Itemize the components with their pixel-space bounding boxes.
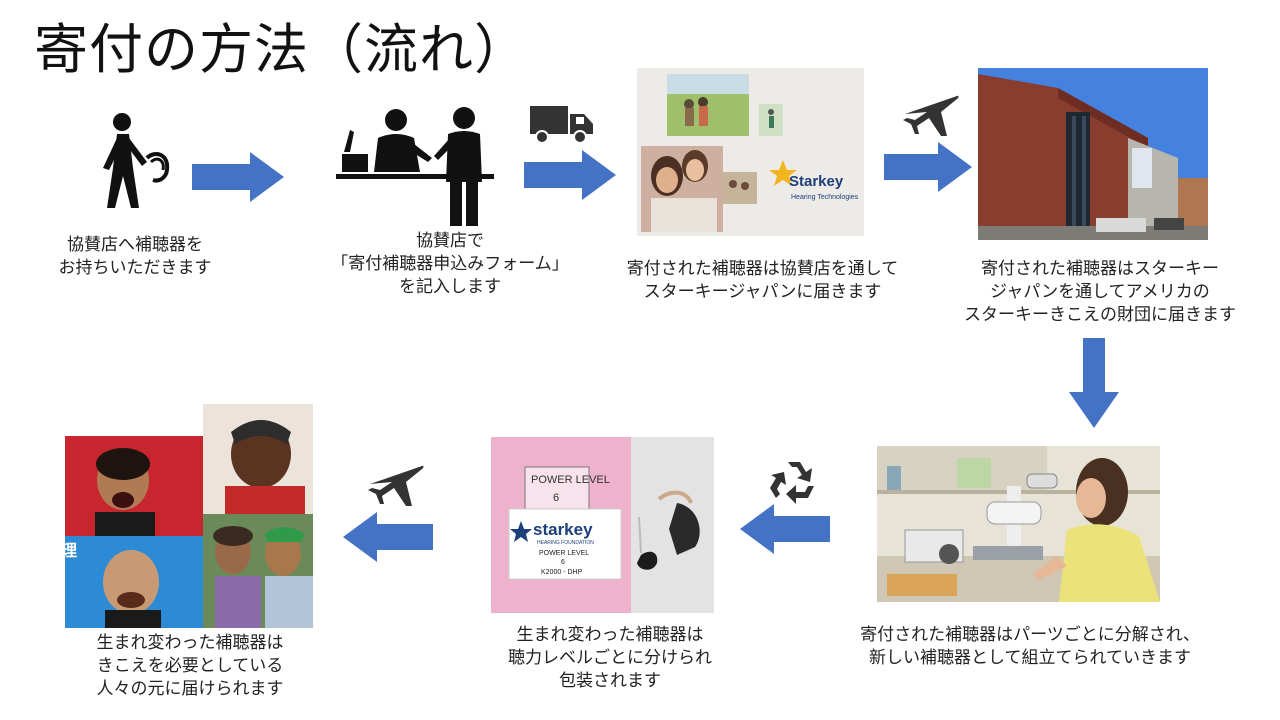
reception-counter-icon — [336, 104, 496, 233]
caption-line: 協賛店へ補聴器を — [67, 235, 203, 255]
flow-arrow-right — [524, 150, 616, 204]
step-caption-7: 生まれ変わった補聴器は きこえを必要としている 人々の元に届けられます — [50, 632, 330, 701]
step-caption-1: 協賛店へ補聴器を お持ちいただきます — [40, 234, 230, 280]
caption-line: スターキーきこえの財団に届きます — [964, 305, 1236, 325]
sign-fragment-text: 理 — [65, 542, 77, 560]
card-sub-text: HEARING FOUNDATION — [537, 540, 594, 546]
caption-line: 協賛店で — [416, 231, 484, 251]
caption-line: 寄付された補聴器はスターキー — [981, 259, 1219, 279]
card-logo-text: starkey — [533, 520, 593, 539]
caption-line: 寄付された補聴器はパーツごとに分解され、 — [860, 625, 1200, 645]
truck-icon — [530, 106, 594, 148]
caption-line: 寄付された補聴器は協賛店を通して — [626, 259, 899, 279]
step-caption-3: 寄付された補聴器は協賛店を通して スターキージャパンに届きます — [600, 258, 925, 304]
recycle-icon — [770, 458, 820, 508]
person-walking-icon — [95, 110, 180, 219]
card-level-label: POWER LEVEL — [539, 550, 589, 557]
flow-arrow-left — [740, 504, 830, 558]
caption-line: スターキージャパンに届きます — [643, 282, 882, 302]
caption-line: 生まれ変わった補聴器は — [96, 633, 284, 653]
caption-line: を記入します — [399, 277, 501, 297]
airplane-icon — [368, 462, 424, 512]
caption-line: きこえを必要としている — [96, 656, 284, 676]
page-title: 寄付の方法（流れ） — [34, 18, 529, 81]
bag-level-text: 6 — [553, 492, 559, 504]
starkey-wall-photo: Starkey Hearing Technologies — [637, 68, 864, 236]
step-caption-4: 寄付された補聴器はスターキー ジャパンを通してアメリカの スターキーきこえの財団… — [930, 258, 1270, 327]
recipients-collage-photo: 理 — [65, 404, 313, 628]
caption-line: 包装されます — [559, 671, 661, 691]
flow-arrow-left — [343, 512, 433, 566]
flow-arrow-right — [884, 142, 972, 196]
hearing-aid-package-photo: POWER LEVEL 6 starkey HEARING FOUNDATION… — [491, 437, 714, 613]
caption-line: 新しい補聴器として組立てられていきます — [869, 648, 1191, 668]
caption-line: ジャパンを通してアメリカの — [990, 282, 1210, 302]
foundation-building-photo — [978, 68, 1208, 240]
caption-line: 聴力レベルごとに分けられ — [508, 648, 712, 668]
step-caption-6: 生まれ変わった補聴器は 聴力レベルごとに分けられ 包装されます — [470, 624, 750, 693]
card-level-value: 6 — [561, 559, 565, 566]
step-caption-2: 協賛店で 「寄付補聴器申込みフォーム」 を記入します — [300, 230, 600, 299]
lab-technician-photo — [877, 446, 1160, 602]
caption-line: 「寄付補聴器申込みフォーム」 — [331, 254, 569, 274]
starkey-logo-subtext: Hearing Technologies — [791, 194, 859, 201]
step-caption-5: 寄付された補聴器はパーツごとに分解され、 新しい補聴器として組立てられていきます — [820, 624, 1240, 670]
starkey-logo-text: Starkey — [789, 173, 844, 190]
card-model-text: K2000 - DHP — [541, 569, 583, 576]
caption-line: お持ちいただきます — [58, 258, 212, 278]
caption-line: 人々の元に届けられます — [96, 679, 284, 699]
airplane-icon — [903, 92, 959, 142]
caption-line: 生まれ変わった補聴器は — [516, 625, 704, 645]
flow-arrow-down — [1069, 338, 1119, 432]
bag-label-text: POWER LEVEL — [531, 474, 610, 486]
flow-arrow-right — [192, 152, 284, 206]
